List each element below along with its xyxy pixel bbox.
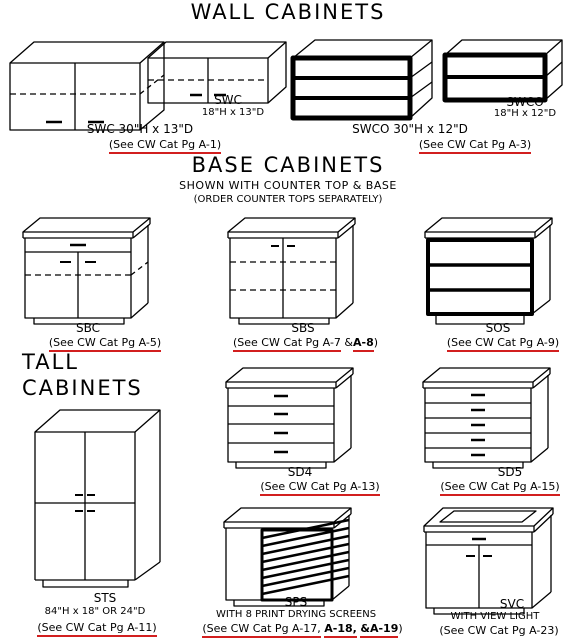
sts-catalog-link-text[interactable]: (See CW Cat Pg A-11) <box>37 621 157 637</box>
sbs-name: SBS <box>291 321 315 335</box>
sos-catalog-link-text[interactable]: (See CW Cat Pg A-9) <box>446 336 560 352</box>
sd4-name: SD4 <box>287 465 313 479</box>
sbs-catalog-link[interactable]: (See CW Cat Pg A-7 &A-8) <box>218 336 393 352</box>
sos-name: SOS <box>485 321 511 335</box>
svc-description: WITH VIEW LIGHT <box>450 611 540 622</box>
sps-catalog-link-a19[interactable]: &A-19 <box>360 622 399 638</box>
base-subheading-note: (ORDER COUNTER TOPS SEPARATELY) <box>193 194 383 205</box>
swco-18-dims: 18"H x 12"D <box>493 108 557 119</box>
swc-18-dims: 18"H x 13"D <box>201 107 265 118</box>
sd4-catalog-link-text[interactable]: (See CW Cat Pg A-13) <box>260 480 380 496</box>
swco-30-label: SWCO 30"H x 12"D <box>352 122 468 136</box>
swc-18-name: SWC <box>214 93 242 107</box>
sd5-catalog-link-text[interactable]: (See CW Cat Pg A-15) <box>440 480 560 496</box>
tall-cabinets-heading: TALL <box>22 350 79 374</box>
sps-catalog-link-a18[interactable]: A-18, <box>324 622 357 638</box>
sbc-catalog-link[interactable]: (See CW Cat Pg A-5) <box>30 336 180 352</box>
svc-catalog-link-text[interactable]: (See CW Cat Pg A-23) <box>439 624 559 637</box>
svc-name: SVC <box>499 597 525 611</box>
swco-30-catalog-link-text[interactable]: (See CW Cat Pg A-3) <box>418 138 532 154</box>
sps-link-close-paren: ) <box>398 622 403 635</box>
sps-catalog-link[interactable]: (See CW Cat Pg A-17, A-18, &A-19) <box>190 622 415 638</box>
base-cabinets-heading: BASE CABINETS <box>191 153 385 177</box>
sd5-name: SD5 <box>497 465 523 479</box>
tall-cabinets-heading-2: CABINETS <box>22 376 143 400</box>
sps-description: WITH 8 PRINT DRYING SCREENS <box>215 609 377 620</box>
swc-30-label: SWC 30"H x 13"D <box>86 122 194 136</box>
svc-catalog-link[interactable]: (See CW Cat Pg A-23) <box>424 625 574 636</box>
sps-name: SPS <box>284 595 308 609</box>
sts-name: STS <box>93 591 117 605</box>
swco-18-name: SWCO <box>506 95 544 109</box>
wall-cabinets-heading: WALL CABINETS <box>190 0 386 24</box>
sbs-catalog-link-a7[interactable]: (See CW Cat Pg A-7 <box>232 336 341 352</box>
sps-catalog-link-a17[interactable]: (See CW Cat Pg A-17, <box>202 622 321 638</box>
swc-30-catalog-link-text[interactable]: (See CW Cat Pg A-1) <box>108 138 222 154</box>
sbs-link-ampersand: & <box>344 336 353 349</box>
sd5-catalog-link[interactable]: (See CW Cat Pg A-15) <box>425 480 575 496</box>
sts-dims: 84"H x 18" OR 24"D <box>44 606 146 617</box>
sbs-link-close-paren: ) <box>373 336 379 349</box>
swc-30-catalog-link[interactable]: (See CW Cat Pg A-1) <box>85 138 245 154</box>
sd4-catalog-link[interactable]: (See CW Cat Pg A-13) <box>245 480 395 496</box>
sbs-catalog-link-a8[interactable]: A-8 <box>353 336 374 352</box>
sos-catalog-link[interactable]: (See CW Cat Pg A-9) <box>428 336 576 352</box>
sbc-name: SBC <box>75 321 101 335</box>
sts-catalog-link[interactable]: (See CW Cat Pg A-11) <box>12 621 182 637</box>
base-subheading: SHOWN WITH COUNTER TOP & BASE <box>179 179 397 192</box>
swco-30-catalog-link[interactable]: (See CW Cat Pg A-3) <box>400 138 550 154</box>
sbc-catalog-link-text[interactable]: (See CW Cat Pg A-5) <box>48 336 162 352</box>
